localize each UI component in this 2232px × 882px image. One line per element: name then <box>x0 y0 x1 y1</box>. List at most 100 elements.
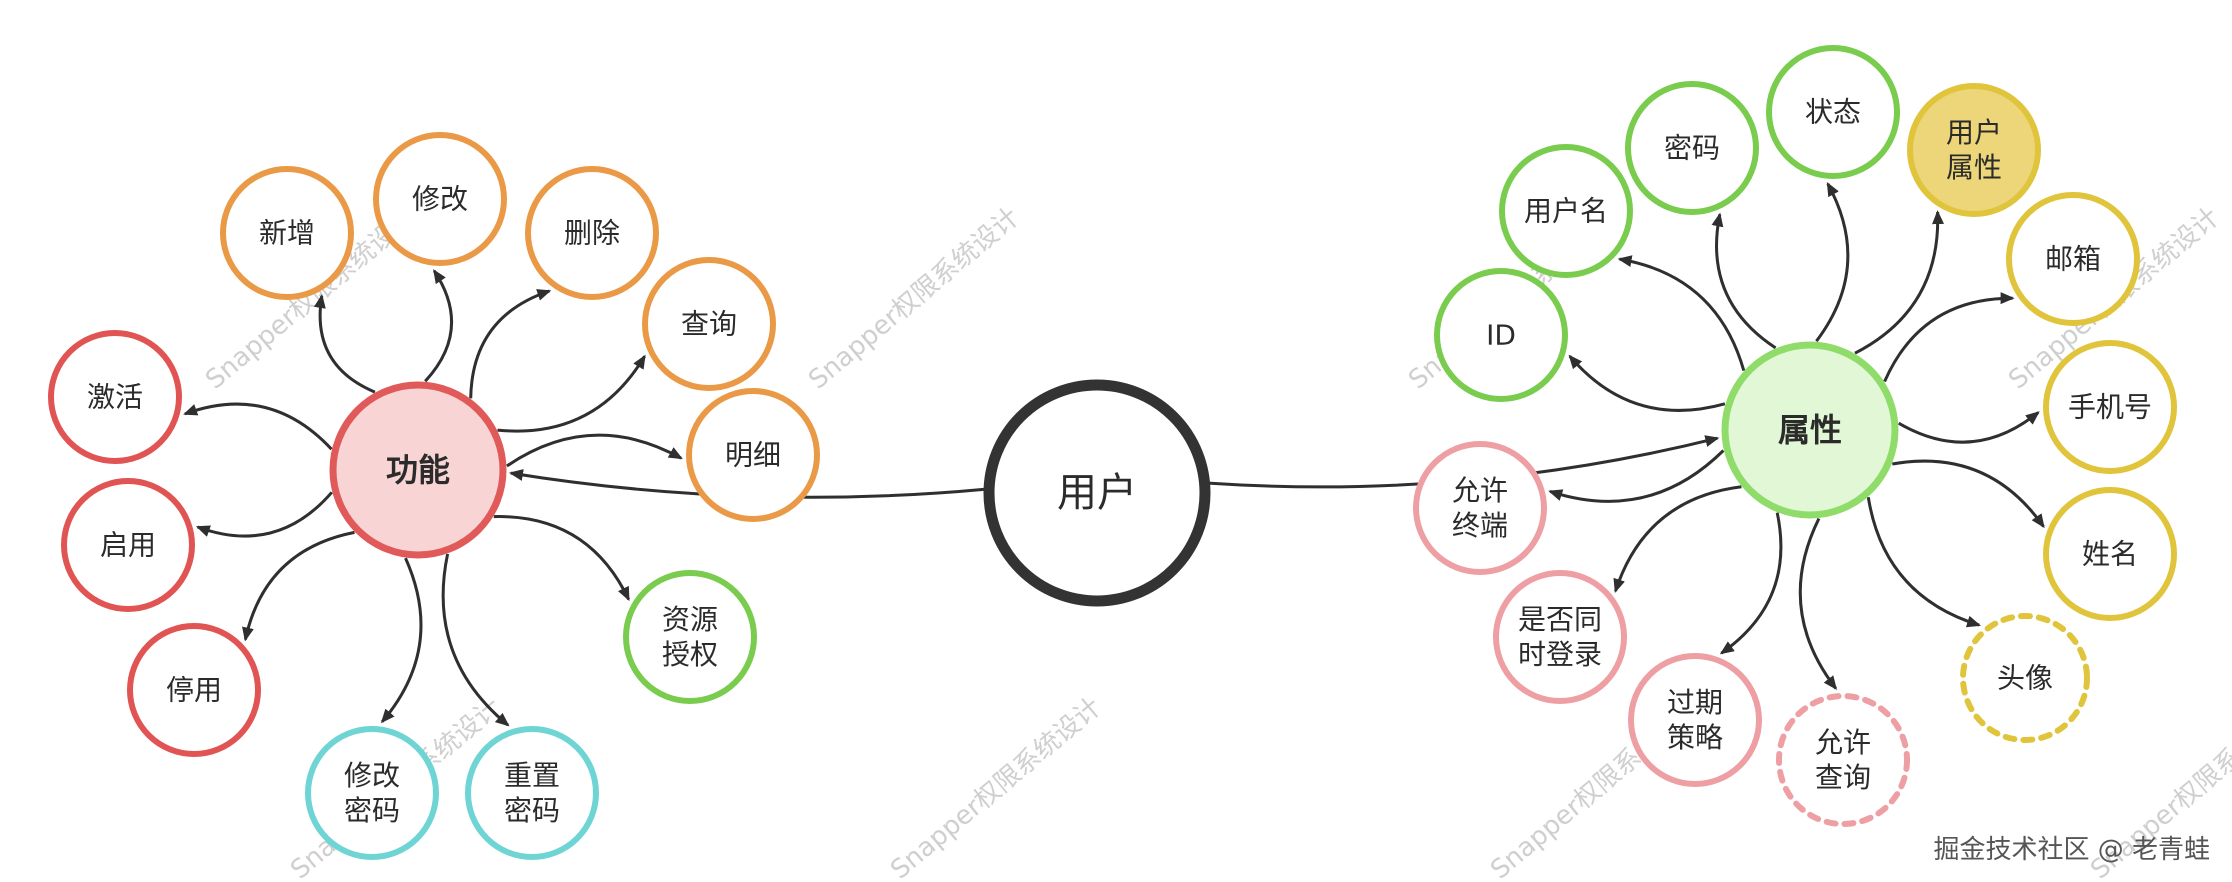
node-n-add-label: 新增 <box>259 217 315 250</box>
node-n-grant-label: 授权 <box>662 638 718 671</box>
edge-attr-to-a-avatar <box>1866 496 1982 628</box>
node-a-password-circle <box>1625 81 1759 215</box>
edge-func-to-n-activate <box>183 402 333 451</box>
node-a-expiry-label: 策略 <box>1667 721 1723 754</box>
edge-func-to-n-add <box>313 294 376 394</box>
node-a-expiry-circle <box>1628 653 1762 787</box>
edge-attr-to-a-expiry <box>1719 512 1783 655</box>
node-a-email-label: 邮箱 <box>2045 243 2101 276</box>
node-a-concurrent-label: 时登录 <box>1518 638 1602 671</box>
node-a-userattr-label: 用户 <box>1946 116 2002 149</box>
node-a-id-label: ID <box>1486 319 1516 352</box>
node-n-delete: 删除 <box>525 166 659 300</box>
node-user: 用户 <box>983 379 1211 607</box>
node-a-email-circle <box>2006 192 2140 326</box>
edge-func-to-n-detail <box>506 433 683 468</box>
node-n-edit-circle <box>373 132 507 266</box>
edge-attr-to-a-terminal <box>1548 449 1725 503</box>
node-a-avatar-circle <box>1960 613 2090 743</box>
node-a-username-circle <box>1499 144 1633 278</box>
node-a-terminal-label: 终端 <box>1452 509 1508 542</box>
node-n-query-label: 查询 <box>681 308 737 341</box>
edge-attr-to-a-id <box>1568 354 1726 412</box>
node-func: 功能 <box>329 381 507 559</box>
node-n-enable: 启用 <box>61 478 195 612</box>
node-n-query: 查询 <box>642 257 776 391</box>
node-func-circle <box>329 381 507 559</box>
node-a-phone: 手机号 <box>2043 340 2177 474</box>
node-n-resetpwd-label: 重置 <box>504 759 560 792</box>
node-a-allowquery-label: 允许 <box>1815 726 1871 759</box>
node-a-name-label: 姓名 <box>2082 538 2138 571</box>
node-n-edit-label: 修改 <box>412 183 468 216</box>
node-n-enable-label: 启用 <box>100 529 156 562</box>
node-a-id-circle <box>1434 268 1568 402</box>
edge-attr-to-a-password <box>1711 212 1777 350</box>
node-a-userattr-label: 属性 <box>1946 151 2002 184</box>
node-n-chgpwd-label: 修改 <box>344 759 400 792</box>
node-n-grant-label: 资源 <box>662 603 718 636</box>
node-n-detail-label: 明细 <box>725 439 781 472</box>
node-a-concurrent-label: 是否同 <box>1518 603 1602 636</box>
node-a-phone-label: 手机号 <box>2068 391 2152 424</box>
node-a-password: 密码 <box>1625 81 1759 215</box>
edge-func-to-n-resetpwd <box>441 553 510 727</box>
edge-func-to-n-query <box>497 354 646 433</box>
node-n-disable-label: 停用 <box>166 674 222 707</box>
node-n-resetpwd-circle <box>465 726 599 860</box>
edge-func-to-n-disable <box>242 530 355 642</box>
node-a-username: 用户名 <box>1499 144 1633 278</box>
node-n-query-circle <box>642 257 776 391</box>
node-n-resetpwd-label: 密码 <box>504 794 560 827</box>
node-a-name-circle <box>2043 487 2177 621</box>
node-a-name: 姓名 <box>2043 487 2177 621</box>
node-n-activate: 激活 <box>48 330 182 464</box>
node-a-status: 状态 <box>1766 45 1900 179</box>
edge-func-to-n-enable <box>195 491 333 538</box>
node-user-label: 用户 <box>1057 470 1137 516</box>
node-n-disable-circle <box>127 623 261 757</box>
node-n-delete-circle <box>525 166 659 300</box>
node-attr-circle <box>1721 341 1899 519</box>
node-a-email: 邮箱 <box>2006 192 2140 326</box>
node-attr: 属性 <box>1721 341 1899 519</box>
watermark-text: Snapper权限系统设计 <box>885 692 1107 882</box>
node-func-label: 功能 <box>386 451 450 489</box>
node-a-concurrent-circle <box>1493 570 1627 704</box>
node-a-username-label: 用户名 <box>1524 195 1608 228</box>
edge-func-to-n-delete <box>469 289 552 399</box>
edge-attr-to-a-phone <box>1897 411 2040 444</box>
edge-func-to-n-chgpwd <box>380 557 423 724</box>
node-a-id: ID <box>1434 268 1568 402</box>
node-a-avatar: 头像 <box>1960 613 2090 743</box>
edge-attr-to-a-name <box>1892 459 2045 529</box>
node-a-status-label: 状态 <box>1805 96 1861 129</box>
node-n-add-circle <box>220 166 354 300</box>
credit-text: 掘金技术社区 @ 老青蛙 <box>1933 835 2210 865</box>
node-a-phone-circle <box>2043 340 2177 474</box>
node-a-password-label: 密码 <box>1664 132 1720 165</box>
edge-func-to-n-grant <box>493 515 630 602</box>
node-user-circle <box>983 379 1211 607</box>
node-a-status-circle <box>1766 45 1900 179</box>
node-n-enable-circle <box>61 478 195 612</box>
node-n-activate-circle <box>48 330 182 464</box>
edge-attr-to-a-status <box>1815 182 1850 343</box>
node-a-avatar-label: 头像 <box>1997 662 2053 695</box>
watermark-text: Snapper权限系统设计 <box>803 202 1025 395</box>
node-n-detail-circle <box>686 388 820 522</box>
node-n-disable: 停用 <box>127 623 261 757</box>
edge-attr-to-a-concurrent <box>1613 485 1742 594</box>
node-n-chgpwd-circle <box>305 726 439 860</box>
node-a-expiry-label: 过期 <box>1667 686 1723 719</box>
edge-attr-to-a-email <box>1883 292 2015 383</box>
